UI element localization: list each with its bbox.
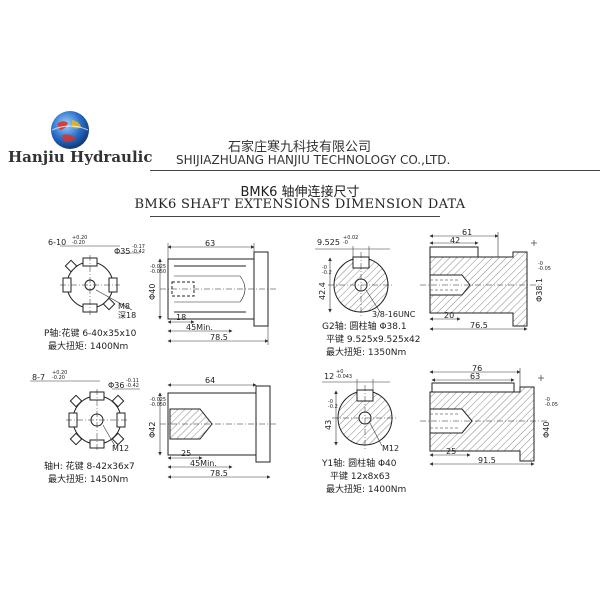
p-depth-dim: 深18 — [118, 311, 137, 320]
h-spec-spline: 轴H: 花键 8-42x36x7 — [44, 462, 135, 472]
g2-height-dim: 42.4 — [318, 282, 327, 300]
y1-shaft-side-view — [420, 368, 548, 466]
company-name-cn: 石家庄寒九科技有限公司 — [228, 140, 372, 155]
y1-thread-dim: M12 — [382, 444, 400, 453]
g2-shaft-end-view — [315, 246, 394, 318]
p-shaft-side-view — [158, 243, 276, 345]
p-length-45: 45Min. — [186, 323, 213, 332]
g2-key-width-tol: +0.02 -0 — [343, 235, 359, 246]
h-key-width-tol: +0.20 -0.20 — [52, 370, 68, 381]
p-length-63: 63 — [205, 239, 216, 248]
y1-dia-40: Φ40 — [542, 421, 551, 438]
h-spec-torque: 最大扭矩: 1450Nm — [48, 475, 129, 485]
y1-key — [431, 382, 515, 393]
g2-spec-key: 平键 9.525x9.525x42 — [326, 335, 421, 345]
h-dia-42-tol: -0.025 -0.050 — [150, 397, 167, 408]
p-key-width-dim: 6-10 — [48, 238, 67, 247]
g2-length-20: 20 — [444, 311, 455, 320]
h-length-45: 45Min. — [190, 459, 217, 468]
g2-key-width-dim: 9.525 — [317, 238, 340, 247]
p-dia-40: Φ40 — [148, 283, 157, 300]
h-shaft-side-view — [158, 383, 278, 479]
g2-spec-torque: 最大扭矩: 1350Nm — [326, 348, 407, 358]
p-dia-tol: -0.17 -0.42 — [132, 244, 145, 255]
company-name-en: SHIJIAZHUANG HANJIU TECHNOLOGY CO.,LTD. — [176, 153, 451, 167]
g2-dia-38: Φ38.1 — [535, 277, 544, 302]
p-spec-torque: 最大扭矩: 1400Nm — [48, 342, 129, 352]
h-dia-42: Φ42 — [148, 421, 157, 438]
g2-length-76: 76.5 — [470, 321, 488, 330]
y1-shaft-body — [429, 386, 535, 462]
p-spec-spline: P轴:花键 6-40x35x10 — [44, 329, 137, 339]
y1-key-width-dim: 12 — [324, 372, 335, 381]
p-thread-dim: M8 — [118, 302, 130, 311]
header-divider — [150, 170, 600, 171]
h-shaft-end-view — [30, 380, 140, 451]
y1-length-63: 63 — [470, 372, 481, 381]
title-cn: BMK6 轴伸连接尺寸 — [240, 185, 360, 200]
g2-key — [429, 246, 479, 258]
y1-spec-key: 平键 12x8x63 — [330, 472, 391, 482]
p-key-width-tol: +0.20 -0.20 — [72, 235, 88, 246]
h-length-78: 78.5 — [210, 469, 228, 478]
g2-shaft-body — [429, 251, 528, 327]
h-key-width-dim: 8-7 — [32, 373, 46, 382]
y1-height-dim: 43 — [324, 419, 333, 430]
g2-length-42: 42 — [450, 236, 461, 245]
y1-shaft-end-view — [322, 379, 398, 451]
p-shaft-end-view — [60, 245, 140, 315]
y1-height-tol: -0 -0.2 — [328, 399, 338, 410]
h-length-25: 25 — [181, 449, 192, 458]
g2-spec-shaft: G2轴: 圆柱轴 Φ38.1 — [322, 322, 407, 332]
h-length-64: 64 — [205, 376, 216, 385]
h-dia-tol: -0.11 -0.42 — [126, 378, 139, 389]
y1-length-25: 25 — [446, 447, 457, 456]
p-length-78: 78.5 — [210, 333, 228, 342]
p-dia-dim: Φ35 — [114, 247, 131, 256]
y1-dia-40-tol: -0 -0.05 — [545, 397, 558, 408]
h-dia-dim: Φ36 — [108, 381, 125, 390]
h-thread-dim: M12 — [112, 444, 130, 453]
g2-dia-38-tol: -0 -0.05 — [538, 261, 551, 272]
g2-length-61: 61 — [462, 228, 473, 237]
g2-height-tol: -0 -0.2 — [322, 265, 332, 276]
p-length-18: 18 — [176, 313, 187, 322]
title-en: BMK6 SHAFT EXTENSIONS DIMENSION DATA — [134, 197, 466, 212]
g2-shaft-side-view — [420, 232, 540, 331]
y1-key-width-tol: +0 -0.043 — [336, 369, 353, 380]
title-underline — [150, 216, 440, 217]
y1-length-91: 91.5 — [478, 456, 496, 465]
y1-spec-torque: 最大扭矩: 1400Nm — [326, 485, 407, 495]
y1-spec-shaft: Y1轴: 圆柱轴 Φ40 — [322, 459, 397, 469]
p-dia-40-tol: -0.025 -0.050 — [150, 264, 167, 275]
brand-name: Hanjiu Hydraulic — [8, 148, 153, 166]
company-globe-logo — [48, 108, 92, 152]
g2-thread-dim: 3/8-16UNC — [372, 310, 416, 319]
y1-length-76: 76 — [472, 364, 483, 373]
